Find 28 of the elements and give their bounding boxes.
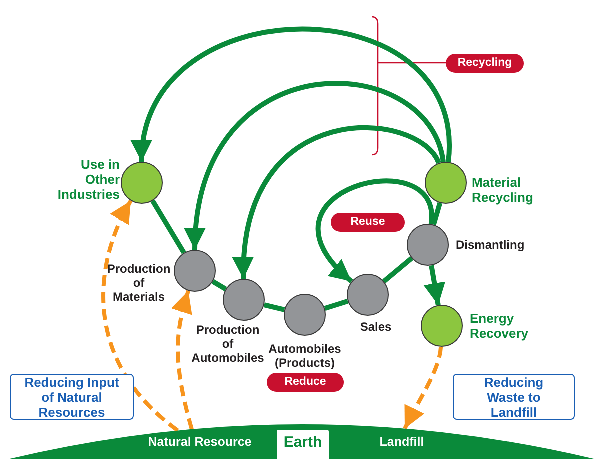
node-label: Sales: [359, 320, 393, 334]
ground-label: Landfill: [378, 435, 426, 449]
earth-label: Earth: [276, 429, 330, 459]
connector-line: [150, 200, 186, 254]
connector-line: [431, 202, 443, 226]
category-pill: Reuse: [331, 213, 405, 232]
note-box: Reducing Waste to Landfill: [453, 374, 575, 420]
connector-line: [324, 298, 349, 312]
connector-line: [264, 302, 286, 312]
node-label: Material Recycling: [472, 175, 534, 205]
category-pill: Recycling: [446, 54, 524, 73]
connector-line: [382, 256, 414, 284]
arrow: [424, 265, 446, 306]
node-label: Use in Other Industries: [56, 157, 120, 202]
node-label: Automobiles (Products): [268, 342, 342, 370]
arrow: [403, 346, 444, 430]
arrow: [234, 126, 442, 280]
node-label: Energy Recovery: [470, 311, 530, 341]
category-pill: Reduce: [267, 373, 344, 392]
node-label: Dismantling: [456, 238, 526, 252]
arrow: [316, 178, 434, 284]
node-label: Production of Automobiles: [190, 323, 266, 365]
ground-label: Natural Resource: [147, 435, 253, 449]
node-label: Production of Materials: [106, 262, 172, 304]
connector-line: [212, 280, 228, 292]
note-box: Reducing Input of Natural Resources: [10, 374, 134, 420]
arrow: [102, 200, 180, 432]
arrow: [172, 290, 194, 430]
